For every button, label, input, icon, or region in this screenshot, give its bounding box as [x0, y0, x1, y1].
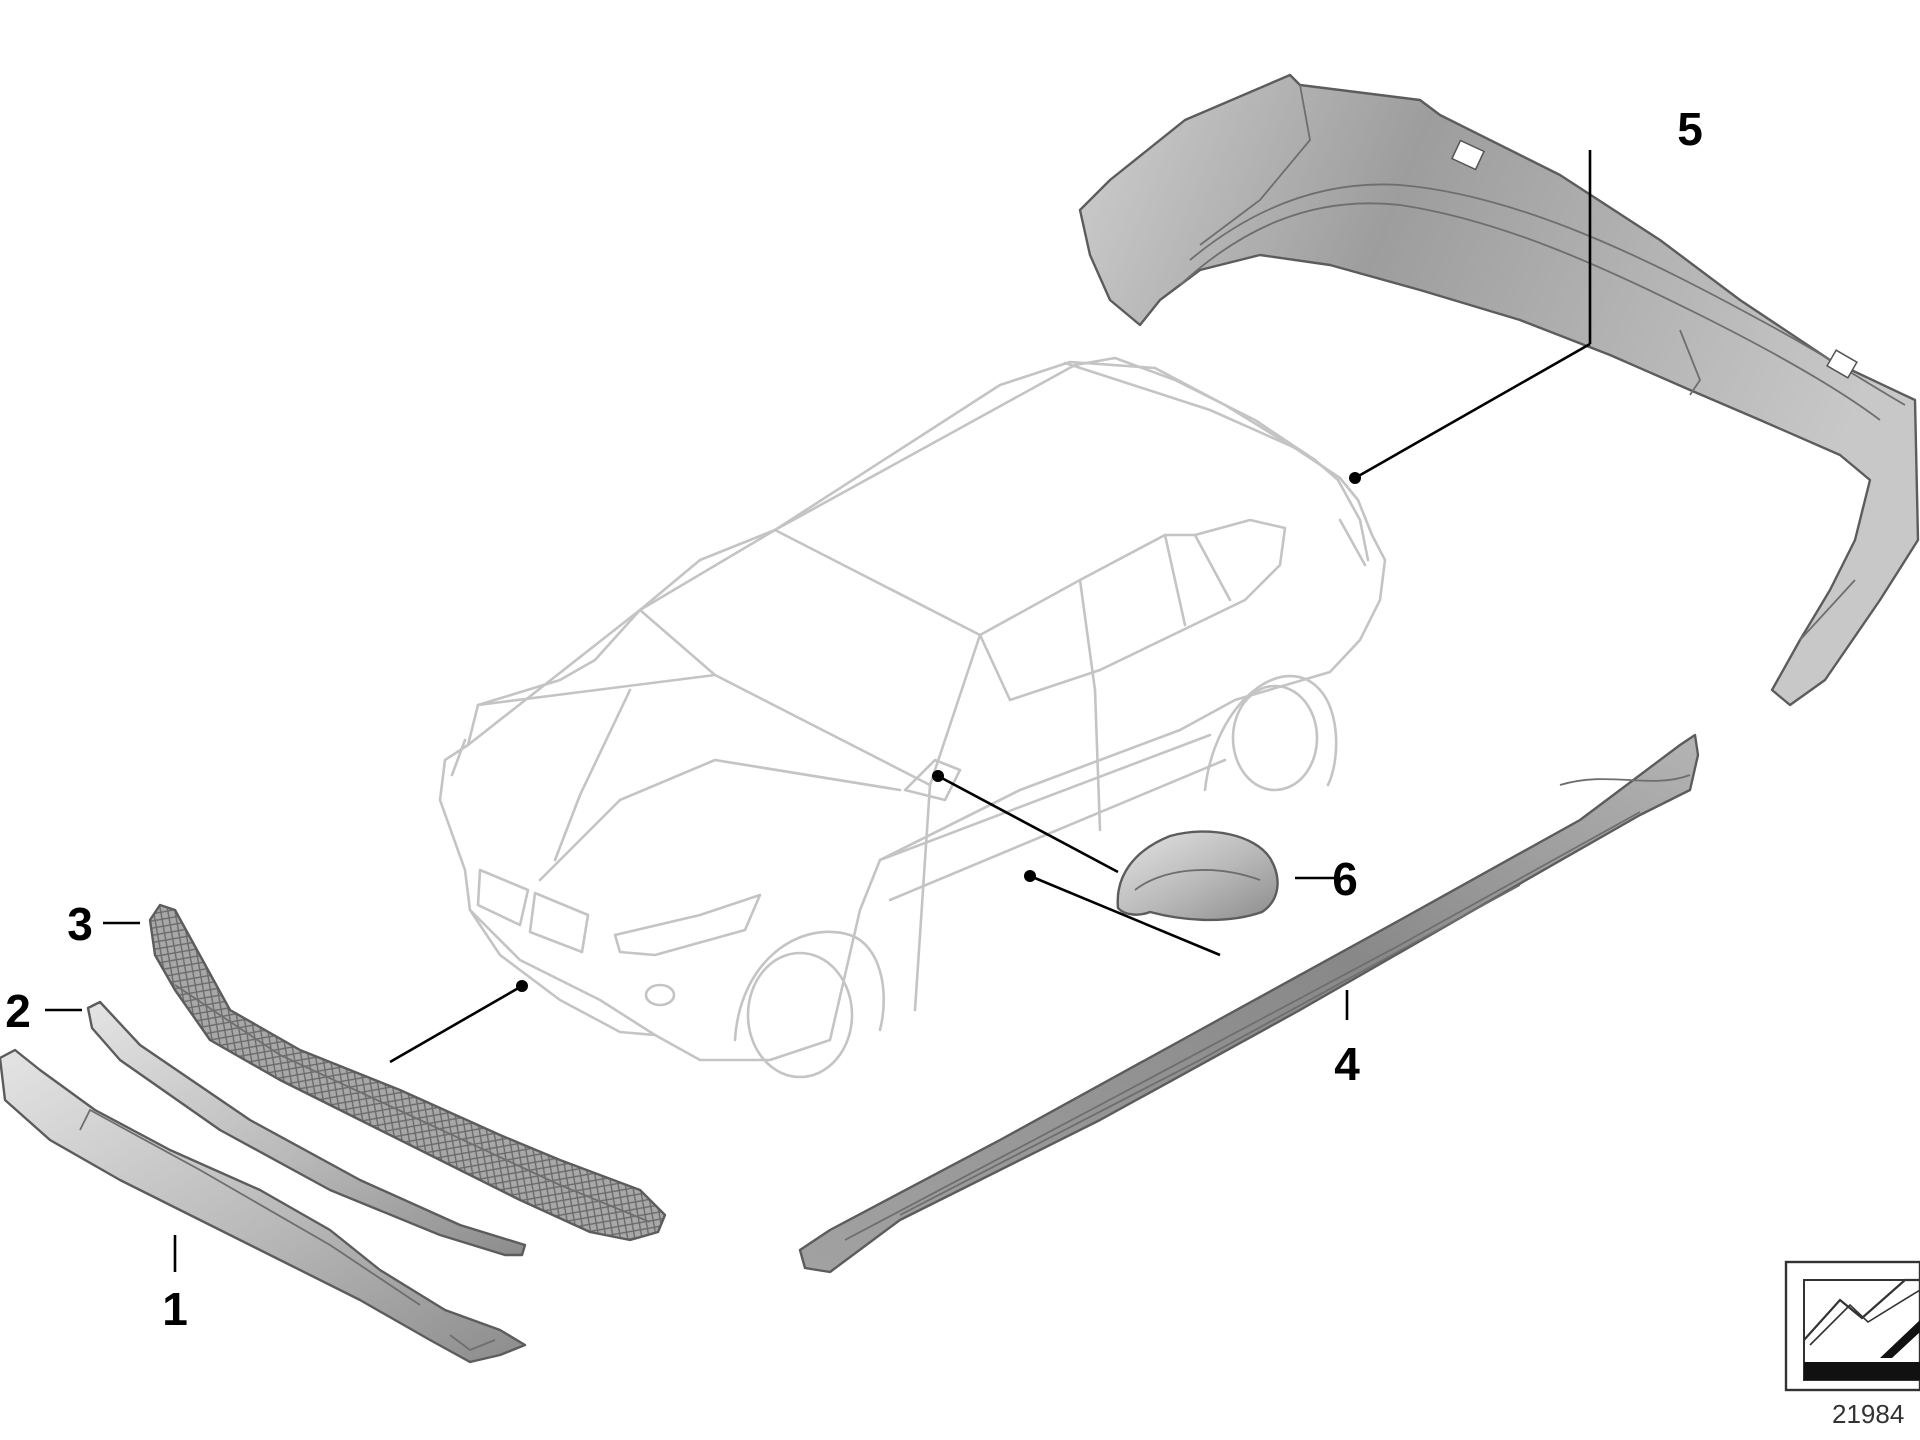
paint-finish-symbol-icon: [1784, 1260, 1920, 1392]
mirror-cap-part: [1116, 830, 1279, 922]
side-sill-part: [798, 733, 1700, 1274]
rear-bumper-part: [1078, 73, 1920, 707]
callout-1: 1: [162, 1283, 188, 1335]
front-grille-mesh-part: [148, 903, 667, 1242]
callout-labels: 1 2 3 4 5 6: [5, 103, 1703, 1335]
vehicle-outline-icon: [438, 356, 1387, 1079]
front-trim-strip-part: [86, 1000, 527, 1257]
reference-number: 21984: [1832, 1399, 1904, 1429]
front-lower-trim-part: [0, 1048, 527, 1364]
callout-4: 4: [1334, 1038, 1360, 1090]
callout-2: 2: [5, 985, 31, 1037]
callout-3: 3: [67, 898, 93, 950]
callout-6: 6: [1332, 853, 1358, 905]
callout-5: 5: [1677, 103, 1703, 155]
leader-lines: [45, 150, 1592, 1272]
